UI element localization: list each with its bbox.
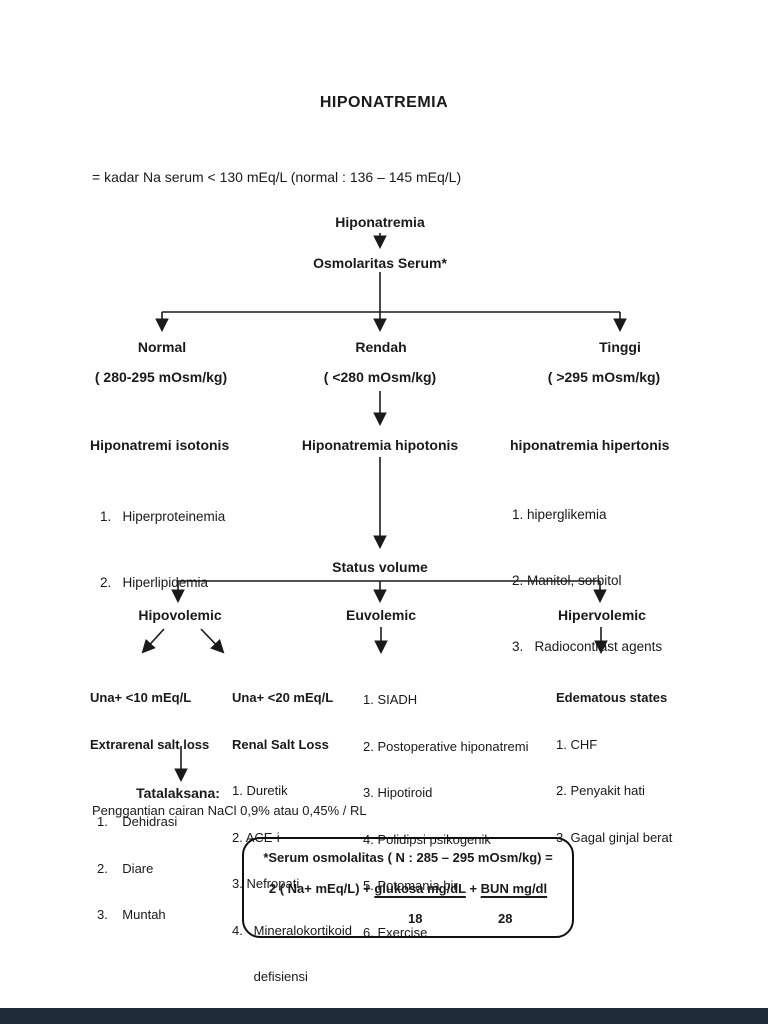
- list-item: 3. Muntah: [97, 907, 166, 922]
- formula-glucose-term: glukosa mg/dL: [374, 881, 466, 896]
- list-item: 4. Mineralokortikoid: [232, 922, 352, 938]
- heading-isotonis: Hiponatremi isotonis: [90, 437, 230, 453]
- hypervolemic-causes-column: Edematous states 1. CHF 2. Penyakit hati…: [556, 659, 672, 876]
- heading-hipertonis: hiponatremia hipertonis: [510, 437, 670, 453]
- column-header: Una+ <20 mEq/L: [232, 690, 334, 705]
- list-item: 6. Exercise: [363, 924, 428, 940]
- list-item: 1. SIADH: [363, 692, 418, 707]
- range-tinggi: ( >295 mOsm/kg): [547, 369, 661, 385]
- extrarenal-salt-loss-column: Una+ <10 mEq/L Extrarenal salt loss 1. D…: [90, 659, 209, 985]
- formula-part1: 2 ( Na+ mEq/L) +: [268, 881, 375, 896]
- formula-bun-term: BUN mg/dl: [480, 881, 548, 896]
- range-normal: ( 280-295 mOsm/kg): [94, 369, 228, 385]
- list-item: 2. Penyakit hati: [556, 783, 645, 798]
- list-item: 2. Manitol, sorbitol: [512, 573, 622, 588]
- node-status-volume: Status volume: [332, 559, 428, 575]
- label-hipovolemic: Hipovolemic: [138, 607, 222, 623]
- label-euvolemic: Euvolemic: [345, 607, 417, 623]
- serum-osmolality-formula-box: *Serum osmolalitas ( N : 285 – 295 mOsm/…: [242, 837, 574, 938]
- list-item: 1. Duretik: [232, 783, 288, 798]
- formula-line-1: *Serum osmolalitas ( N : 285 – 295 mOsm/…: [263, 850, 553, 865]
- list-item: 2. Postoperative hiponatremi: [363, 738, 529, 754]
- list-item: 1. CHF: [556, 736, 598, 752]
- node-hiponatremia: Hiponatremia: [335, 214, 425, 230]
- column-header: Renal Salt Loss: [232, 736, 329, 752]
- viewer-footer-bar: [0, 1008, 768, 1024]
- heading-hipotonis: Hiponatremia hipotonis: [301, 437, 459, 453]
- branch-label-tinggi: Tinggi: [599, 339, 641, 355]
- column-header: Una+ <10 mEq/L: [90, 690, 192, 705]
- page-title: HIPONATREMIA: [319, 94, 449, 111]
- branch-label-normal: Normal: [137, 339, 187, 355]
- list-item: 5. Potomania bir: [363, 878, 458, 893]
- label-hipervolemic: Hipervolemic: [558, 607, 646, 623]
- list-item: defisiensi: [232, 969, 308, 984]
- treatment-text: Penggantian cairan NaCl 0,9% atau 0,45% …: [92, 803, 367, 818]
- hypertonic-causes-list: 1. hiperglikemia 2. Manitol, sorbitol 3.…: [512, 460, 662, 702]
- list-item: 1. Dehidrasi: [97, 814, 178, 829]
- column-header: Edematous states: [556, 690, 668, 705]
- list-item: 2. Diare: [97, 860, 154, 876]
- formula-line-2: 2 ( Na+ mEq/L) + glukosa mg/dL + BUN mg/…: [244, 881, 572, 896]
- list-item: 4. Polidipsi psikogenik: [363, 831, 491, 847]
- list-item: 3. Nefropati: [232, 876, 300, 891]
- column-header: Extrarenal salt loss: [90, 736, 210, 752]
- arrow-hipovolemic-to-renal: [200, 628, 225, 654]
- definition-line: = kadar Na serum < 130 mEq/L (normal : 1…: [92, 169, 462, 185]
- treatment-heading: Tatalaksana:: [136, 785, 220, 801]
- arrow-hipovolemic-to-extrarenal: [141, 628, 165, 654]
- list-item: 3. Hipotiroid: [363, 785, 433, 800]
- bun-denominator: 28: [498, 911, 513, 926]
- branch-label-rendah: Rendah: [355, 339, 407, 355]
- node-osmolaritas-serum: Osmolaritas Serum*: [313, 255, 447, 271]
- isotonic-causes-list: 1. Hiperproteinemia 2. Hiperlipidemia: [100, 462, 225, 638]
- list-item: 3. Gagal ginjal berat: [556, 829, 673, 845]
- list-item: 1. hiperglikemia: [512, 507, 607, 522]
- range-rendah: ( <280 mOsm/kg): [323, 369, 437, 385]
- formula-plus: +: [465, 881, 481, 896]
- list-item: 1. Hiperproteinemia: [100, 509, 226, 524]
- glucose-denominator: 18: [408, 911, 423, 926]
- euvolemic-causes-column: 1. SIADH 2. Postoperative hiponatremi 3.…: [363, 661, 528, 971]
- list-item: 2. Hiperlipidemia: [100, 575, 209, 590]
- list-item: 3. Radiocontrast agents: [512, 639, 663, 654]
